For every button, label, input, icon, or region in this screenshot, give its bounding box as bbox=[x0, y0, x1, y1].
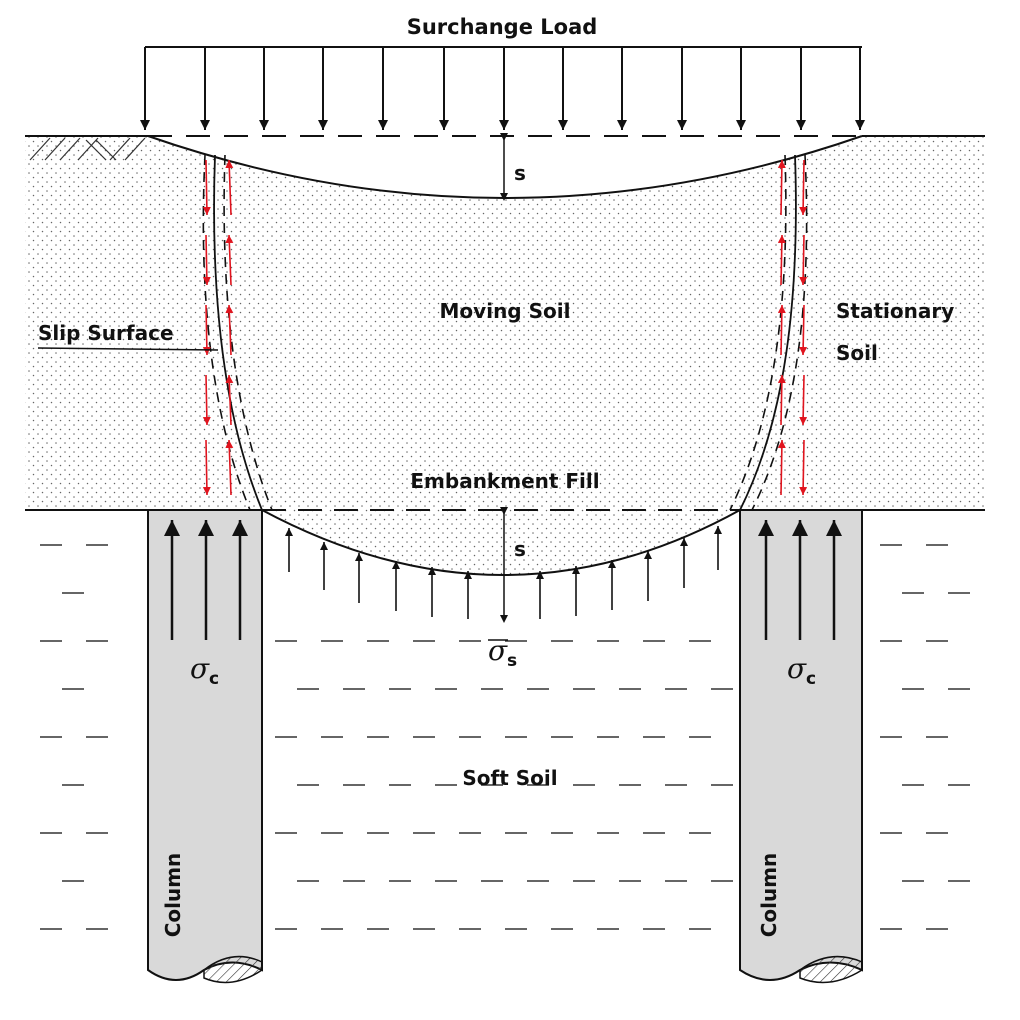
shear-arrow bbox=[202, 304, 211, 356]
sigma-symbol: σ bbox=[488, 634, 508, 667]
shear-arrow bbox=[225, 304, 234, 356]
right-column bbox=[739, 509, 863, 984]
left-column bbox=[147, 509, 263, 984]
column-stress-arrows bbox=[164, 520, 842, 640]
soft-soil-dashes bbox=[40, 544, 970, 930]
shear-arrow bbox=[202, 234, 211, 286]
embankment-fill-label: Embankment Fill bbox=[410, 469, 599, 493]
moving-soil-label: Moving Soil bbox=[440, 299, 571, 323]
shear-arrow bbox=[202, 439, 211, 496]
shear-arrow bbox=[799, 159, 808, 216]
sigma-subscript: c bbox=[806, 669, 816, 689]
shear-arrow bbox=[777, 159, 786, 216]
shear-arrow bbox=[202, 374, 211, 426]
shear-arrow bbox=[777, 439, 786, 496]
shear-arrow bbox=[225, 374, 234, 426]
slip-surface-leader bbox=[37, 347, 219, 351]
column-label-left: Column bbox=[161, 853, 185, 938]
stationary-soil-label-1: Stationary bbox=[836, 299, 954, 323]
soft-soil-label: Soft Soil bbox=[462, 766, 557, 790]
sigma-subscript: s bbox=[507, 651, 517, 671]
shear-arrow bbox=[799, 234, 808, 286]
shear-arrow bbox=[225, 439, 234, 496]
soil-stress-arrows bbox=[285, 526, 722, 619]
shear-arrow bbox=[799, 439, 808, 496]
shear-arrows bbox=[202, 159, 808, 496]
shear-arrow bbox=[799, 374, 808, 426]
shear-arrow bbox=[225, 159, 234, 216]
embankment-fill-region bbox=[25, 136, 985, 510]
shear-arrow bbox=[777, 374, 786, 426]
ground-hatch bbox=[29, 137, 146, 161]
sigma-c-right-label: σ c bbox=[787, 652, 816, 689]
column-cut-hatch bbox=[203, 955, 263, 984]
settlement-bottom-label: s bbox=[514, 537, 526, 561]
column-label-right: Column bbox=[757, 853, 781, 938]
settlement-top-label: s bbox=[514, 161, 526, 185]
sigma-subscript: c bbox=[209, 669, 219, 689]
surcharge-load-label: Surchange Load bbox=[407, 15, 598, 39]
shear-arrow bbox=[799, 304, 808, 356]
shear-arrow bbox=[225, 234, 234, 286]
surcharge-load-arrows bbox=[140, 46, 865, 130]
shear-arrow bbox=[202, 159, 211, 216]
sigma-s-label: σ s bbox=[488, 634, 517, 671]
stationary-soil-label-2: Soil bbox=[836, 341, 878, 365]
sigma-c-left-label: σ c bbox=[190, 652, 219, 689]
shear-arrow bbox=[777, 234, 786, 286]
column-cut-hatch bbox=[799, 955, 863, 984]
slip-surface-label: Slip Surface bbox=[38, 321, 174, 345]
sigma-symbol: σ bbox=[787, 652, 807, 685]
sigma-symbol: σ bbox=[190, 652, 210, 685]
shear-arrow bbox=[777, 304, 786, 356]
